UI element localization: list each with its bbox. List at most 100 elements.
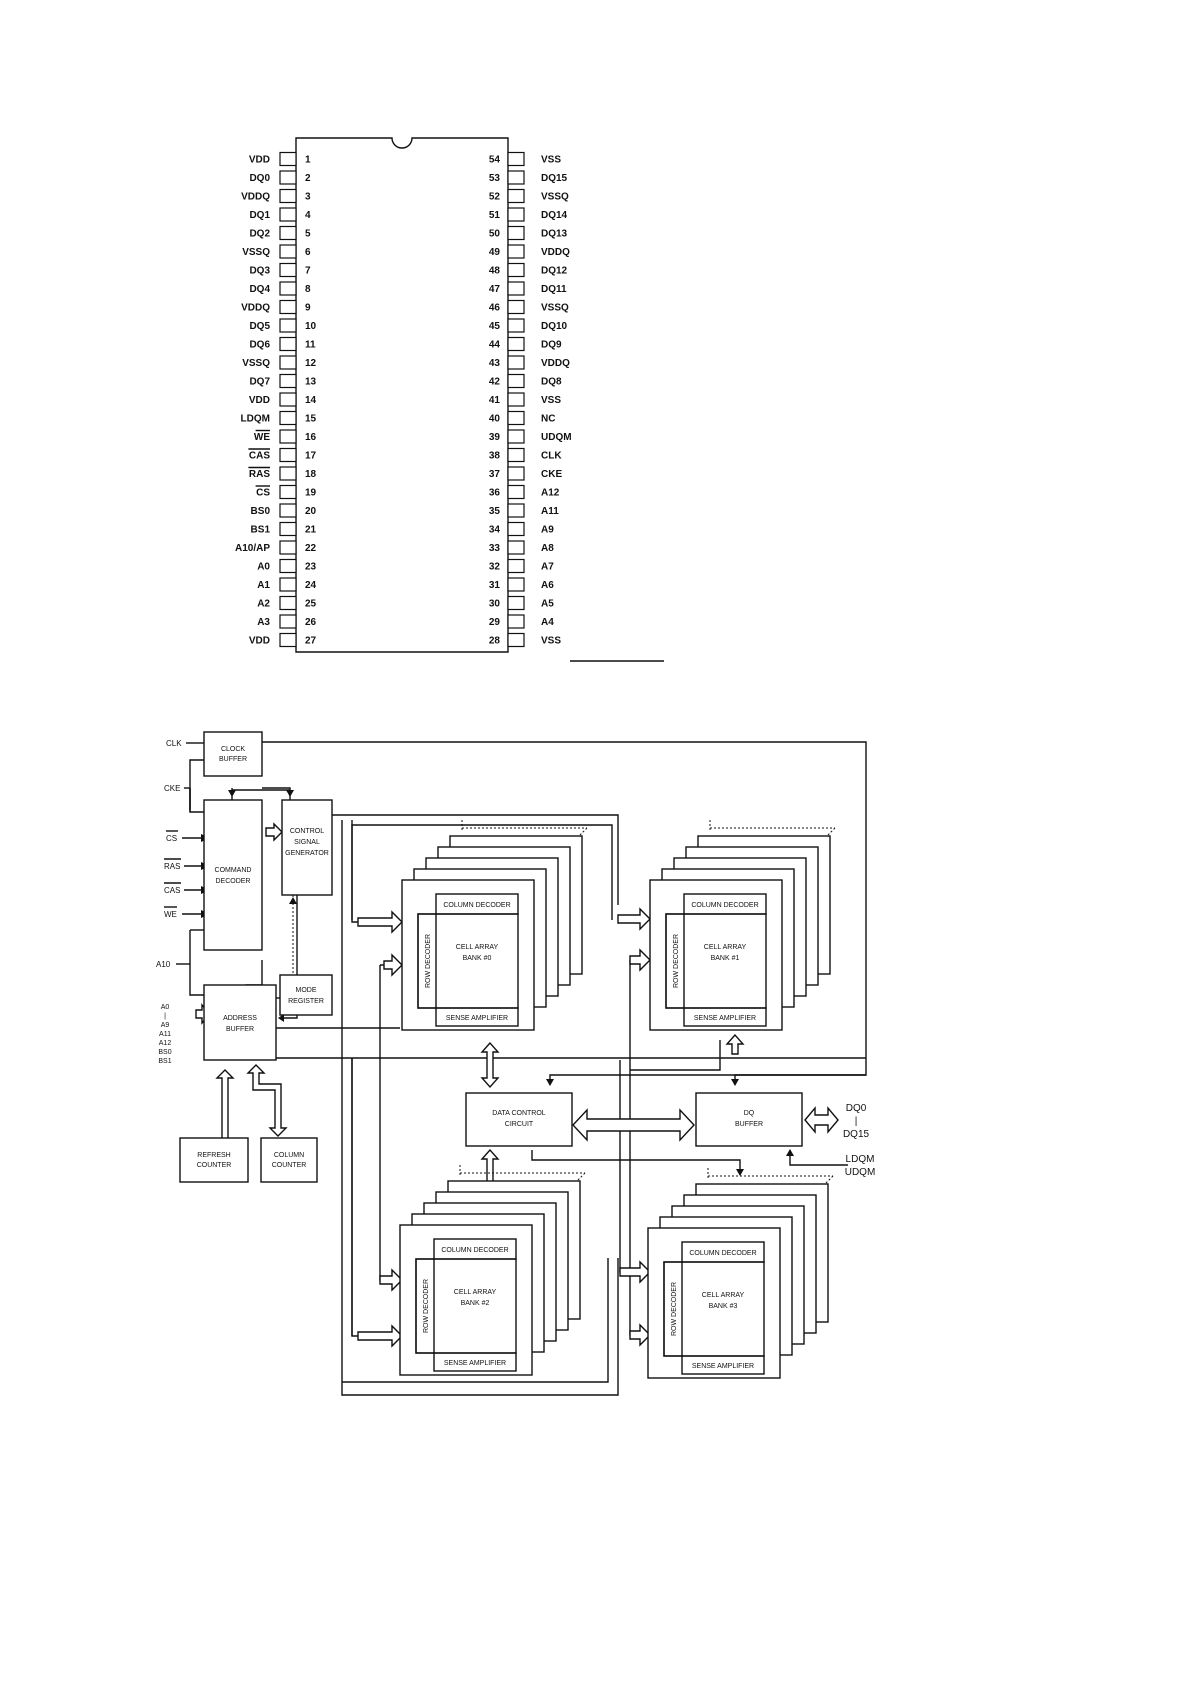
label-ras: RAS [164,862,180,871]
pin-name: DQ15 [541,173,568,184]
pin-square [279,188,297,204]
row-decoder-label: ROW DECODER [425,934,432,988]
pin-name: DQ0 [249,173,270,184]
data-control-line2: CIRCUIT [505,1121,534,1128]
pin-square [279,595,297,611]
pin-name: A0 [257,562,270,573]
pin-square [507,484,525,500]
cell-array-label: CELL ARRAY [702,1292,745,1299]
row-decoder [663,1261,683,1357]
pin-square [507,151,525,167]
column-decoder [433,1238,517,1260]
pin-square [279,410,297,426]
pin-square [279,299,297,315]
pin-number: 33 [489,543,501,554]
pin-number: 14 [305,395,317,406]
pin-number: 41 [489,395,501,406]
pin-square [279,336,297,352]
pin-name: LDQM [241,414,270,425]
pin-name: WE [254,432,270,443]
clock-buffer-line1: CLOCK [221,746,245,753]
pin-number: 15 [305,414,317,425]
sense-amplifier [435,1007,519,1027]
bus-arrows [195,822,839,1348]
pin-square [507,429,525,444]
pin-number: 44 [489,340,501,351]
pin-square [279,151,297,167]
pin-number: 24 [305,580,317,591]
pin-square [507,244,525,259]
mode-register-line2: REGISTER [288,998,324,1005]
pin-square [507,503,525,518]
pin-square [507,410,525,426]
pin-number: 43 [489,358,501,369]
sense-amplifier-label: SENSE AMPLIFIER [446,1015,508,1022]
label-we: WE [164,910,177,919]
pin-square [279,614,297,629]
pin-number: 19 [305,488,317,499]
pin-square [279,429,297,444]
column-counter-line1: COLUMN [274,1152,304,1159]
command-decoder: COMMAND DECODER [203,799,263,951]
block-diagram: CLOCK BUFFER COMMAND DECODER CONTROL SIG… [156,731,875,1396]
pin-number: 26 [305,617,317,628]
column-decoder-label: COLUMN DECODER [441,1247,508,1254]
pin-name: DQ6 [249,340,270,351]
pin-number: 12 [305,358,317,369]
row-decoder [417,913,437,1009]
pin-square [507,595,525,611]
dq-output-labels: DQ0 | DQ15 LDQM UDQM [843,1103,875,1178]
pin-square [279,503,297,518]
address-line-label: BS1 [158,1058,171,1065]
cell-array-label: CELL ARRAY [456,944,499,951]
pin-number: 54 [489,155,501,166]
pin-name: UDQM [541,432,572,443]
pin-name: VDD [249,395,270,406]
pin-name: VDD [249,155,270,166]
pin-number: 9 [305,303,311,314]
control-signal-generator: CONTROL SIGNAL GENERATOR [281,799,333,896]
pin-number: 46 [489,303,501,314]
pin-name: CLK [541,451,562,462]
pin-number: 34 [489,525,501,536]
sense-amplifier [681,1355,765,1375]
pin-name: DQ5 [249,321,270,332]
pin-square [507,281,525,296]
pin-name: VSS [541,155,561,166]
pin-square [279,281,297,296]
pin-square [507,447,525,463]
pin-number: 38 [489,451,501,462]
pin-number: 25 [305,599,317,610]
pin-name: VDDQ [241,192,270,203]
pin-number: 27 [305,636,317,647]
ic-package-body [295,137,509,653]
pin-name: DQ7 [249,377,270,388]
pin-number: 49 [489,247,501,258]
pin-square [279,577,297,592]
pin-square [507,318,525,333]
bank-number-label: BANK #2 [461,1300,490,1307]
pin-square [279,632,297,648]
pin-name: NC [541,414,555,425]
pin-number: 1 [305,155,311,166]
pin-name: VDDQ [241,303,270,314]
pin-number: 4 [305,210,311,221]
command-decoder-line2: DECODER [215,878,250,885]
pin-name: A10/AP [235,543,270,554]
bank-front-plane [401,879,535,1031]
pin-square [279,521,297,537]
label-cs: CS [166,834,177,843]
pin-square [507,170,525,185]
pin-square [279,540,297,555]
pin-square [279,466,297,481]
cell-array-label: CELL ARRAY [454,1289,497,1296]
clock-buffer: CLOCK BUFFER [203,731,263,777]
mode-register: MODE REGISTER [279,974,333,1016]
pin-number: 48 [489,266,501,277]
csg-line1: CONTROL [290,828,324,835]
data-control-circuit: DATA CONTROL CIRCUIT [465,1092,573,1147]
pin-name: RAS [249,469,270,480]
pin-name: A9 [541,525,554,536]
pin-name: DQ12 [541,266,568,277]
